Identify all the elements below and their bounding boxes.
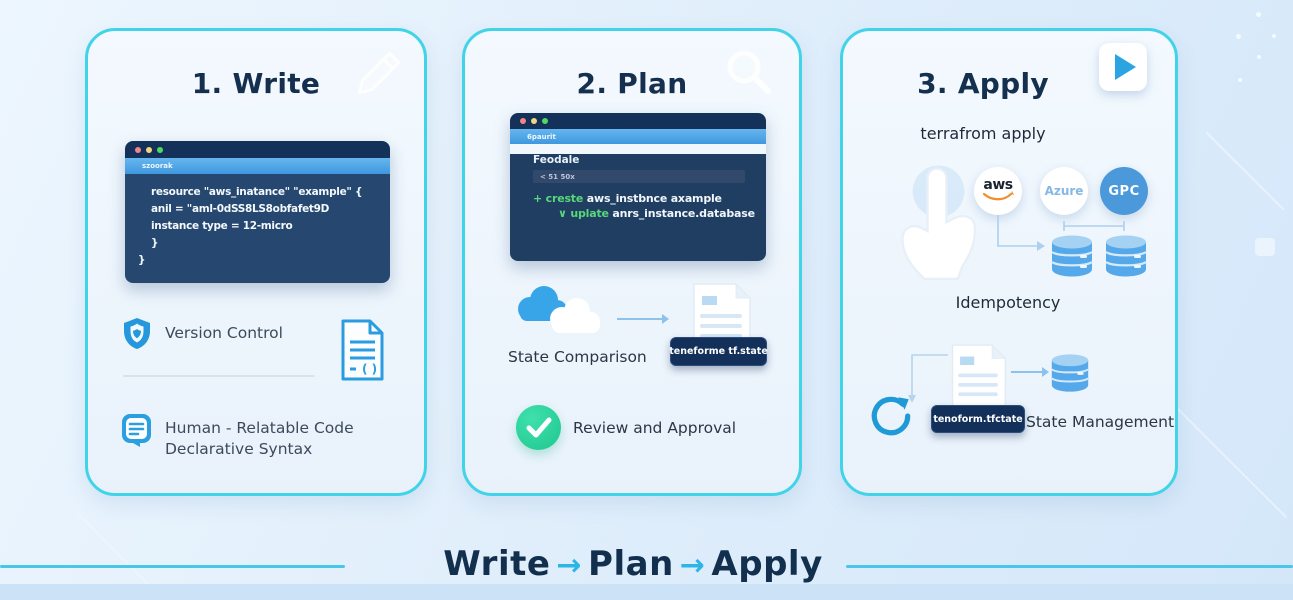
bg-dot: [1272, 34, 1276, 38]
code-line: instance type = 12-micro: [151, 220, 293, 232]
state-management-label: State Management: [1026, 413, 1175, 431]
database-icon: [1103, 234, 1149, 278]
minimize-dot-icon: [146, 146, 152, 153]
plan-code-window: 6paurit Feodale < 51 50x + creste aws_in…: [510, 113, 766, 261]
window-tab: 6paurit: [510, 129, 766, 144]
magnifier-icon: [721, 45, 775, 99]
plan-create-keyword: + creste: [533, 192, 584, 205]
code-line: }: [138, 254, 146, 266]
idempotency-label: Idempotency: [955, 293, 1061, 312]
maximize-dot-icon: [542, 118, 548, 124]
plan-update-line: ∨ uplate anrs_instance.database: [558, 207, 766, 220]
gcp-label: GPC: [1108, 183, 1140, 199]
code-line: anil = "aml-0dSS8LS8obfafet9D: [151, 203, 330, 215]
window-titlebar: [125, 141, 390, 158]
azure-logo: Azure: [1040, 167, 1088, 215]
human-relatable-label: Human - Relatable Code Declarative Synta…: [165, 418, 354, 460]
plan-body: Feodale < 51 50x + creste aws_instbnce a…: [510, 154, 766, 261]
arrowhead-icon: [1042, 367, 1049, 377]
gcp-logo: GPC: [1100, 167, 1148, 215]
footer-sequence: Write→Plan→Apply: [383, 544, 883, 584]
footer-left-line: [0, 565, 345, 568]
clouds-icon: [508, 281, 613, 345]
bg-dot: [1238, 78, 1242, 82]
code-line: resource "aws_inatance" "example" {: [151, 186, 363, 198]
check-circle-icon: [516, 405, 561, 450]
plan-update-keyword: ∨ uplate: [558, 207, 609, 220]
human-relatable-line2: Declarative Syntax: [165, 440, 313, 458]
version-control-label: Version Control: [165, 324, 283, 342]
document-code-icon: ( ): [338, 318, 386, 382]
human-relatable-line1: Human - Relatable Code: [165, 419, 354, 437]
plan-create-line: + creste aws_instbnce axample: [533, 192, 766, 205]
svg-text:( ): ( ): [362, 362, 377, 376]
provider-connector-lines: [973, 213, 1168, 268]
terraform-apply-command: terrafrom apply: [920, 124, 1046, 143]
database-icon: [1049, 353, 1091, 393]
shield-icon: [121, 317, 153, 351]
arrow-icon: [617, 318, 663, 320]
plan-header-text: Feodale: [533, 154, 580, 166]
maximize-dot-icon: [157, 146, 163, 153]
aws-label: aws: [983, 177, 1013, 193]
bg-line: [1172, 403, 1288, 519]
play-triangle: [1115, 54, 1136, 80]
divider: [123, 375, 315, 377]
state-comparison-label: State Comparison: [508, 348, 647, 366]
bg-dot: [1256, 12, 1261, 17]
elbow-connector-line: [898, 349, 958, 411]
pencil-icon: [353, 45, 405, 99]
arrowhead-icon: [662, 314, 669, 324]
bg-dot: [1236, 34, 1241, 39]
footer-arrow-icon: →: [556, 548, 583, 583]
refresh-icon: [867, 392, 915, 440]
close-dot-icon: [520, 118, 526, 124]
card-apply: 3. Apply terrafrom apply aws Azure GPC: [840, 28, 1178, 496]
footer-write: Write: [443, 544, 551, 584]
close-dot-icon: [135, 146, 141, 153]
hand-pointer-icon: [891, 161, 983, 313]
database-icon: [1049, 234, 1095, 278]
tfstate-badge: tenoform.tfctate: [931, 405, 1025, 433]
card-apply-title: 3. Apply: [917, 67, 1049, 100]
play-icon: [1099, 43, 1147, 91]
card-plan: 2. Plan 6paurit Feodale < 51 50x + crest…: [462, 28, 802, 496]
footer-plan: Plan: [588, 544, 674, 584]
window-tab: szoorak: [125, 158, 390, 174]
bg-dot: [1257, 55, 1261, 59]
write-code-window: szoorak resource "aws_inatance" "example…: [125, 141, 390, 283]
plan-subbar: < 51 50x: [533, 170, 745, 183]
card-write: 1. Write szoorak resource "aws_inatance"…: [85, 28, 427, 496]
footer-right-line: [846, 565, 1293, 568]
azure-label: Azure: [1044, 184, 1084, 198]
plan-create-resource: aws_instbnce axample: [583, 192, 722, 205]
aws-logo: aws: [974, 167, 1022, 215]
footer-apply: Apply: [711, 544, 823, 584]
tfstate-badge: teneforme tf.state: [669, 337, 768, 366]
bottom-strip: [0, 584, 1293, 600]
bg-line: [1205, 131, 1285, 211]
card-plan-title: 2. Plan: [576, 67, 688, 100]
bg-square: [1255, 238, 1275, 256]
window-titlebar: [510, 113, 766, 129]
chat-document-icon: [121, 413, 152, 449]
code-line: }: [151, 237, 159, 249]
review-approval-label: Review and Approval: [573, 419, 737, 437]
card-write-title: 1. Write: [191, 67, 321, 100]
code-body: resource "aws_inatance" "example" { anil…: [125, 174, 390, 283]
minimize-dot-icon: [531, 118, 537, 124]
arrow-icon: [1011, 371, 1043, 373]
footer-arrow-icon: →: [679, 548, 706, 583]
plan-update-resource: anrs_instance.database: [608, 207, 755, 220]
